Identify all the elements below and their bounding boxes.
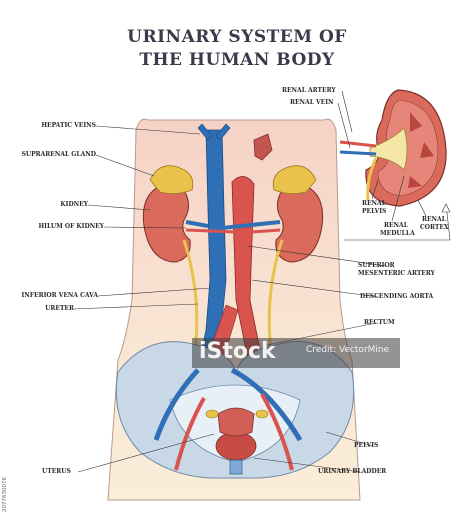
label-renal-medulla-line1: RENAL [384,222,408,229]
ovary-right [255,409,269,419]
renal-medulla-pyramid [420,142,434,158]
watermark-logo: iStock [199,339,276,364]
iliac-vein-left [153,368,200,441]
label-renal-cortex-line1: RENAL [422,216,446,223]
label-suprarenal-gland: SUPRARENAL GLAND [21,151,96,158]
watermark-credit: Credit: VectorMine [306,345,390,355]
image-id: 2077630076 [2,477,8,512]
renal-medulla-pyramid [410,112,422,132]
renal-vein-right [221,220,281,230]
hepatic-vein-branch [215,123,231,141]
label-hepatic-veins: HEPATIC VEINS [41,122,96,129]
renal-artery-left [185,228,237,234]
ovary-left [205,409,219,419]
label-renal-cortex-line2: CORTEX [420,224,449,231]
label-rectum: RECTUM [364,319,395,326]
renal-medulla-pyramid [408,176,422,188]
label-pelvis: PELVIS [354,442,379,449]
liver-fragment [253,133,273,161]
label-urinary-bladder: URINARY BLADDER [318,468,387,475]
label-superior-mesenteric-line2: MESENTERIC ARTERY [358,270,435,277]
iliac-artery-left [174,397,206,471]
label-descending-aorta: DESCENDING AORTA [360,293,434,300]
hepatic-vein-branch [197,123,213,141]
label-renal-medulla-line2: MEDULLA [380,230,415,237]
watermark-banner [192,338,400,368]
iliac-artery-right [260,393,294,471]
renal-artery-inset [339,140,377,148]
suprarenal-gland-left [149,165,194,194]
label-renal-pelvis-line1: RENAL [362,200,386,207]
renal-vein-left [185,220,209,228]
urethra-base [229,459,243,475]
label-renal-artery: RENAL ARTERY [282,87,336,94]
suprarenal-gland-right [272,165,317,194]
label-uterus: UTERUS [42,468,71,475]
page-title-line2: THE HUMAN BODY [139,50,335,70]
ureter-inset [366,157,378,201]
kidney-left [142,183,191,263]
page-title-line1: URINARY SYSTEM OF [127,27,347,47]
uterus [217,407,255,437]
kidney-right [275,183,324,263]
renal-artery-right [251,228,281,234]
label-hilum-of-kidney: HILUM OF KIDNEY [38,223,104,230]
renal-cortex-inner [377,99,439,197]
label-inferior-vena-cava: INFERIOR VENA CAVA [21,292,98,299]
renal-vein-inset [339,150,377,156]
label-superior-mesenteric-line1: SUPERIOR [358,262,395,269]
label-kidney: KIDNEY [60,201,88,208]
arrow-head [441,203,451,213]
label-ureter: URETER [45,305,74,312]
label-renal-pelvis-line2: PELVIS [362,208,387,215]
renal-pelvis-inner [369,127,408,171]
label-renal-vein: RENAL VEIN [290,99,334,106]
iliac-vein-right [230,367,303,442]
